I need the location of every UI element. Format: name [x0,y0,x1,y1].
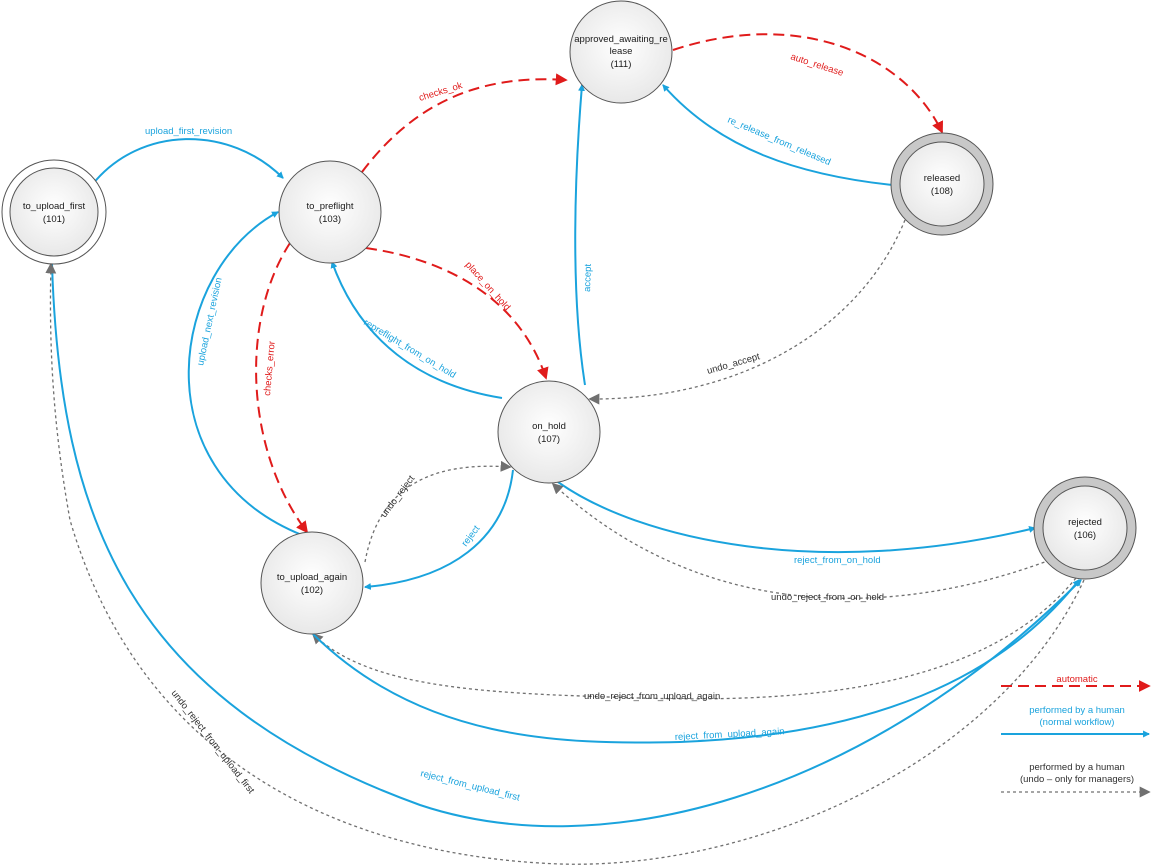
legend-human-label2: (normal workflow) [1040,717,1115,728]
state-code: (101) [43,214,65,225]
label-reject: reject [460,523,483,548]
state-name: rejected [1068,517,1102,528]
legend-automatic: automatic [1001,674,1151,692]
label-undo-reject-from-upload-first: undo_reject_from_upload_first [169,688,257,796]
label-undo-accept: undo_accept [706,351,762,377]
legend-undo-label1: performed by a human [1029,762,1125,773]
edge-repreflight-from-on-hold [330,261,503,399]
edge-reject [363,469,514,590]
edge-reject-from-on-hold [557,481,1037,553]
edge-auto-release [672,33,943,134]
state-to-upload-again: to_upload_again (102) [260,531,364,635]
label-repreflight-from-on-hold: repreflight_from_on_hold [361,317,457,381]
label-reject-from-upload-first: reject_from_upload_first [419,768,521,803]
legend-human-label1: performed by a human [1029,705,1125,716]
edge-checks-ok [361,73,568,173]
edges [45,33,1085,865]
edge-reject-from-upload-first [51,263,1082,828]
edge-upload-first-revision [91,138,284,186]
state-name: to_preflight [306,201,353,212]
state-rejected: rejected (106) [1033,476,1137,580]
legend-automatic-label: automatic [1056,674,1097,685]
edge-re-release-from-released [662,84,893,186]
state-code: (107) [538,434,560,445]
state-name: released [924,173,960,184]
state-code: (102) [301,585,323,596]
state-code: (106) [1074,530,1096,541]
label-reject-from-upload-again: reject_from_upload_again [675,726,785,743]
label-re-release-from-released: re_release_from_released [726,115,832,168]
label-undo-reject-from-on-hold: undo_reject_from_on_hold [771,592,884,603]
state-name: to_upload_first [23,201,86,212]
label-undo-reject-from-upload-again: undo_reject_from_upload_again [584,691,720,702]
state-name: to_upload_again [277,572,347,583]
edge-undo-reject-from-upload-first [45,262,1085,865]
state-name: on_hold [532,421,566,432]
state-name-line2: lease [610,46,633,57]
label-undo-reject: undo_reject [379,473,418,520]
state-on-hold: on_hold (107) [497,380,601,484]
label-place-on-hold: place_on_hold [463,260,513,313]
edge-upload-next-revision [187,211,303,536]
edge-undo-reject [364,460,512,563]
state-to-preflight: to_preflight (103) [278,160,382,264]
edge-undo-reject-from-upload-again [311,577,1077,700]
label-checks-error: checks_error [262,341,278,397]
nodes: to_upload_first (101) to_preflight (103)… [1,0,1137,635]
state-to-upload-first: to_upload_first (101) [1,159,107,265]
legend: automatic performed by a human (normal w… [1001,674,1151,798]
edge-accept [574,83,586,386]
edge-undo-accept [588,219,906,405]
legend-undo-label2: (undo – only for managers) [1020,774,1134,785]
label-checks-ok: checks_ok [418,80,464,104]
state-name-line1: approved_awaiting_re [574,34,667,45]
state-released: released (108) [890,132,994,236]
state-approved-awaiting-release: approved_awaiting_re lease (111) [569,0,673,104]
legend-undo: performed by a human (undo – only for ma… [1001,762,1151,798]
state-code: (103) [319,214,341,225]
state-code: (111) [611,59,632,70]
label-accept: accept [582,263,594,292]
edge-reject-from-upload-again [312,579,1080,744]
label-auto-release: auto_release [789,51,845,78]
edge-undo-reject-from-on-hold [551,482,1051,599]
state-code: (108) [931,186,953,197]
label-upload-first-revision: upload_first_revision [145,126,232,137]
label-reject-from-on-hold: reject_from_on_hold [794,555,881,566]
edge-checks-error [255,242,309,534]
edge-place-on-hold [365,247,549,380]
legend-human: performed by a human (normal workflow) [1001,705,1151,738]
label-upload-next-revision: upload_next_revision [195,277,224,367]
